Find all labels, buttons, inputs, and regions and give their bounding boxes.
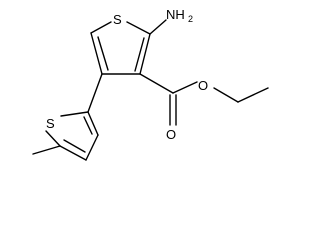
amino-group-label: NH: [166, 7, 185, 22]
molecule-structure-diagram: S NH 2 S O O: [32, 7, 269, 161]
bond-c3-carbonyl-c: [139, 73, 174, 94]
carbonyl-oxygen-label: O: [166, 127, 176, 142]
bond-c3p-c2p-double: [83, 116, 93, 135]
sulfur-label-lower-ring: S: [46, 116, 55, 131]
bond-s-c5p: [45, 130, 61, 147]
bond-c2-n: [149, 19, 167, 35]
bond-c5p-c4p: [59, 145, 87, 161]
bond-c5-s1: [90, 21, 112, 34]
ester-group: [139, 73, 269, 126]
ester-oxygen-label: O: [198, 78, 208, 93]
sulfur-label-upper-ring: S: [113, 12, 122, 27]
bond-c5p-c4p-double: [63, 139, 86, 153]
bond-c4-c5-double: [97, 36, 109, 71]
bond-s1-c2: [126, 21, 151, 35]
bond-c2p-s: [60, 111, 89, 117]
bond-c4p-c3p: [85, 134, 99, 161]
bond-c4-c5: [90, 32, 103, 75]
bond-c4-thienyl: [87, 73, 103, 113]
bond-c2-c3-double: [134, 37, 145, 72]
upper-thiophene-ring: [90, 21, 151, 75]
lower-thiophene-ring: [45, 111, 99, 161]
bond-c-ester-o: [172, 81, 198, 94]
bond-ch2-ch3: [237, 87, 269, 103]
amino-group-subscript: 2: [188, 14, 193, 24]
bond-c2-c3: [139, 33, 151, 75]
bond-methyl: [32, 145, 61, 155]
bond-ester-o-ch2: [213, 87, 239, 103]
bond-c3p-c2p: [87, 111, 99, 136]
